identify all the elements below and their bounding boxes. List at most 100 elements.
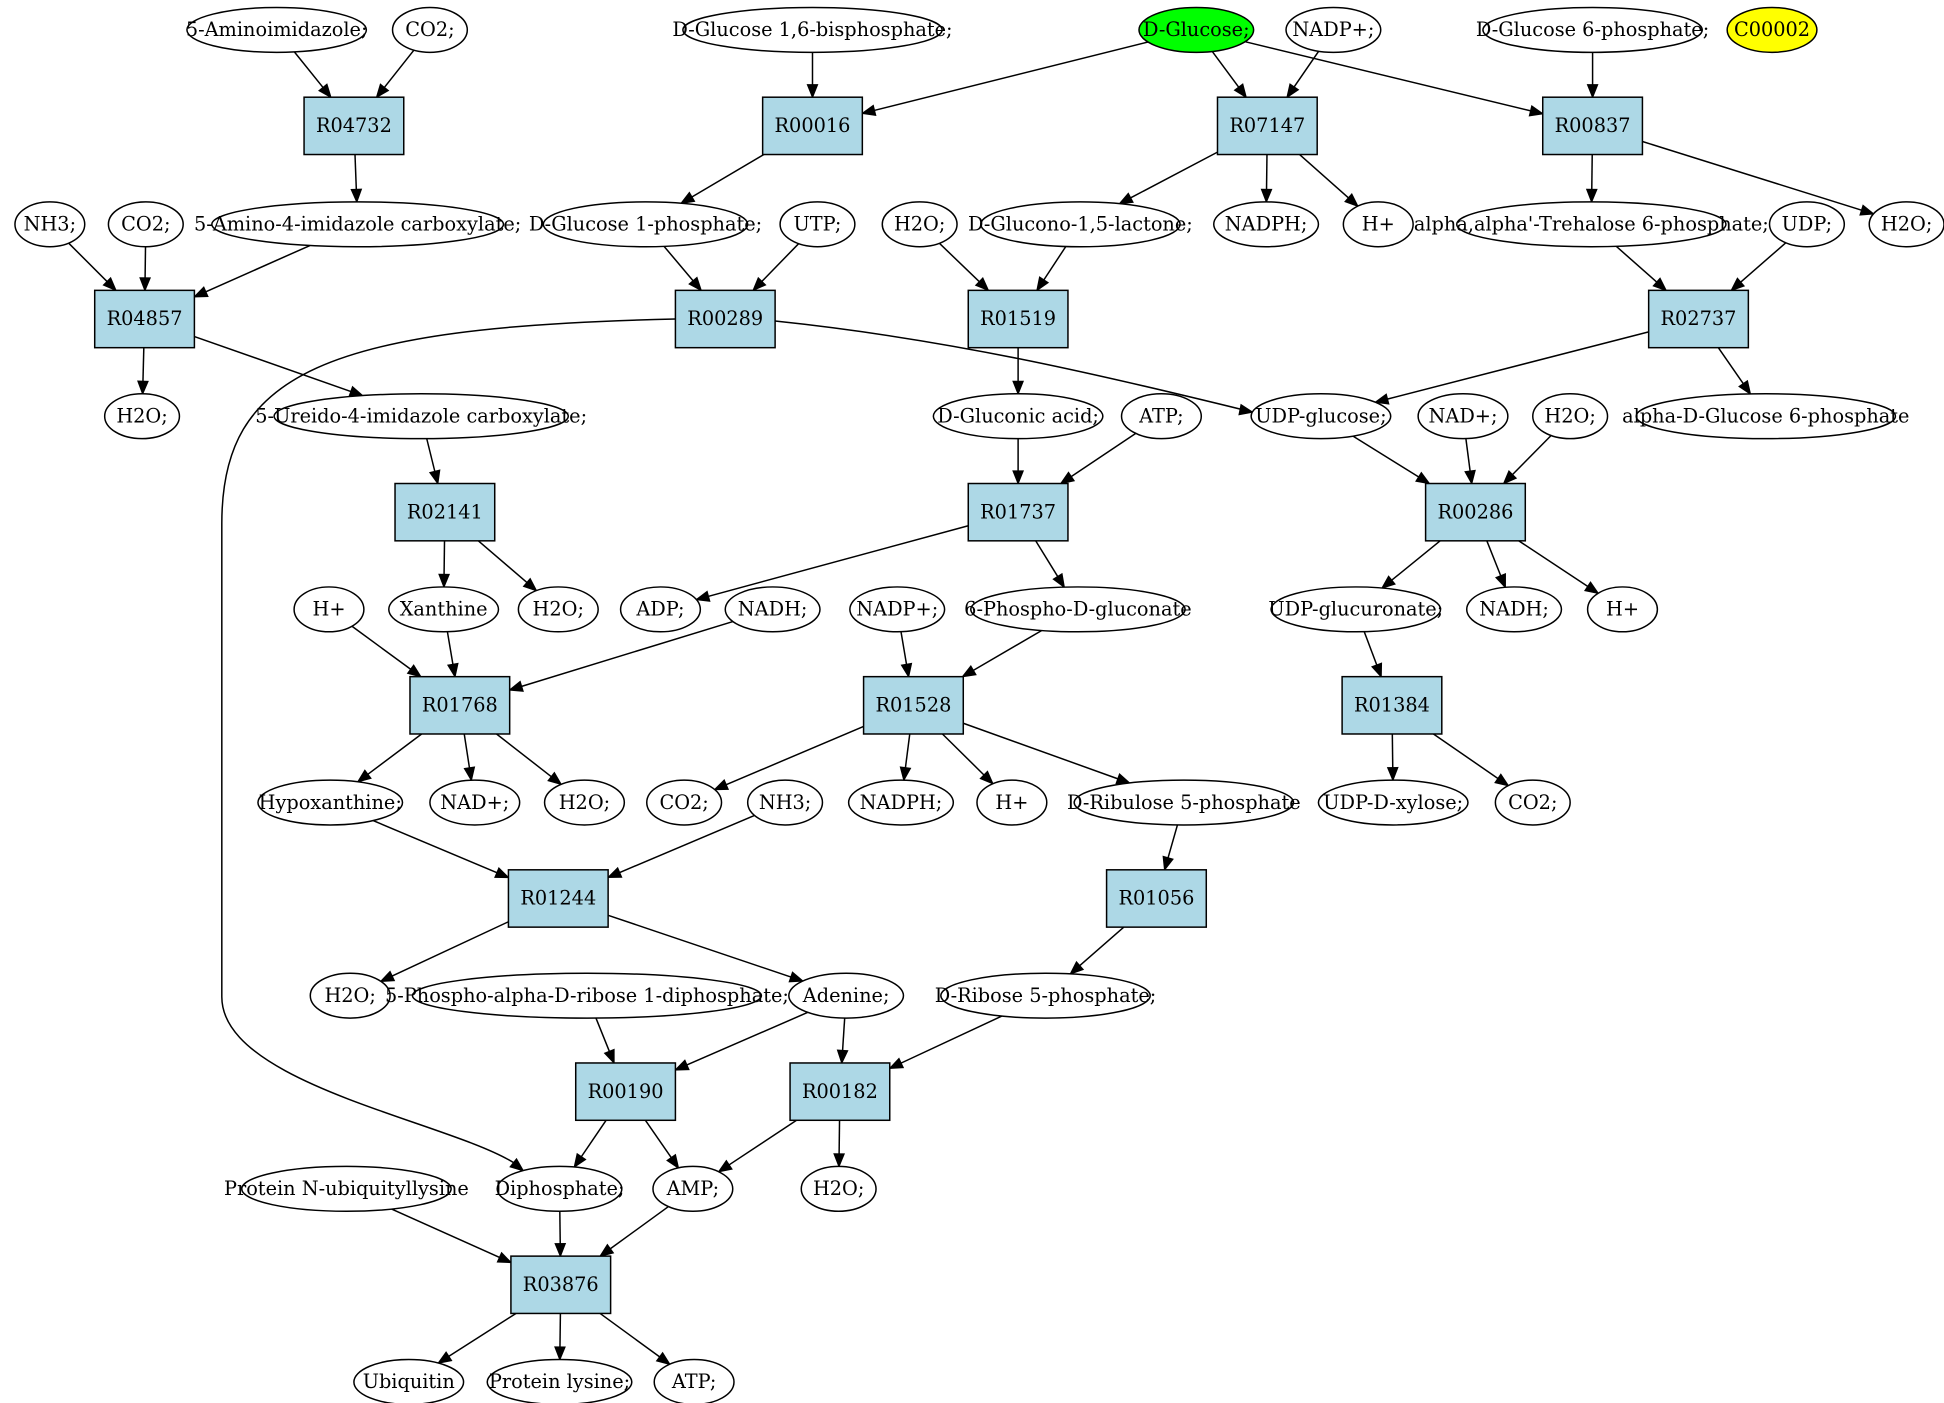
compound-node-nadph_b[interactable]: NADPH; bbox=[847, 779, 955, 826]
compound-node-nadpp_b[interactable]: NADP+; bbox=[849, 586, 946, 633]
compound-node-co2_b[interactable]: CO2; bbox=[107, 201, 184, 248]
compound-node-hplus_b[interactable]: H+ bbox=[293, 586, 365, 633]
compound-node-udpglucose[interactable]: UDP-glucose; bbox=[1250, 393, 1392, 440]
reaction-node-r00190[interactable]: R00190 bbox=[574, 1062, 677, 1122]
compound-node-nh3_b[interactable]: NH3; bbox=[746, 779, 824, 826]
compound-node-co2_c[interactable]: CO2; bbox=[646, 779, 723, 826]
reaction-node-r03876[interactable]: R03876 bbox=[510, 1255, 612, 1315]
compound-node-nadp_c[interactable]: NAD+; bbox=[429, 779, 521, 826]
edge-line bbox=[595, 1017, 611, 1053]
compound-node-h2o_h[interactable]: H2O; bbox=[800, 1165, 877, 1213]
compound-node-ureido[interactable]: 5-Ureido-4-imidazole carboxylate; bbox=[255, 393, 587, 440]
compound-node-hplus_c[interactable]: H+ bbox=[1586, 586, 1659, 633]
compound-node-h2o_c[interactable]: H2O; bbox=[103, 393, 181, 440]
reaction-label: R00837 bbox=[1555, 114, 1631, 137]
compound-ellipse bbox=[746, 779, 824, 826]
compound-node-hplus_a[interactable]: H+ bbox=[1342, 201, 1414, 248]
compound-node-trehalose6p[interactable]: alpha,alpha'-Trehalose 6-phosphate; bbox=[1414, 201, 1769, 248]
compound-node-g16bp[interactable]: D-Glucose 1,6-bisphosphate; bbox=[672, 6, 953, 54]
edge-protubq-to-r03876 bbox=[391, 1208, 513, 1264]
compound-node-atp_b[interactable]: ATP; bbox=[653, 1358, 735, 1403]
compound-node-aminoimidazole[interactable]: 5-Aminoimidazole; bbox=[186, 6, 368, 54]
edge-line bbox=[618, 814, 755, 874]
compound-node-nh3_a[interactable]: NH3; bbox=[14, 201, 86, 248]
compound-node-nadph_a[interactable]: NADPH; bbox=[1213, 201, 1320, 248]
compound-label: 5-Phospho-alpha-D-ribose 1-diphosphate; bbox=[385, 984, 789, 1007]
reaction-node-r01056[interactable]: R01056 bbox=[1105, 869, 1208, 928]
reaction-node-r01737[interactable]: R01737 bbox=[967, 482, 1069, 542]
compound-label: Diphosphate; bbox=[495, 1177, 625, 1200]
compound-node-ubiquitin[interactable]: Ubiquitin bbox=[353, 1358, 465, 1403]
compound-node-adenine[interactable]: Adenine; bbox=[788, 972, 905, 1019]
compound-node-nadp_b[interactable]: NAD+; bbox=[1417, 393, 1509, 440]
compound-node-g6p[interactable]: D-Glucose 6-phosphate; bbox=[1476, 6, 1709, 54]
compound-node-atp_a[interactable]: ATP; bbox=[1120, 393, 1203, 440]
reaction-node-r04732[interactable]: R04732 bbox=[303, 96, 405, 156]
compound-node-hypoxanthine[interactable]: Hypoxanthine; bbox=[257, 779, 404, 826]
reaction-node-r01528[interactable]: R01528 bbox=[862, 675, 965, 735]
edge-line bbox=[899, 1015, 1003, 1065]
compound-node-h2o_g[interactable]: H2O; bbox=[309, 972, 391, 1019]
compound-node-udpglucuronate[interactable]: UDP-glucuronate; bbox=[1268, 586, 1443, 633]
compound-ellipse bbox=[293, 586, 365, 633]
compound-node-c00002[interactable]: C00002 bbox=[1726, 6, 1818, 54]
compound-node-h2o_a[interactable]: H2O; bbox=[881, 201, 958, 248]
reaction-node-r01519[interactable]: R01519 bbox=[967, 289, 1069, 349]
compound-node-nadh_b[interactable]: NADH; bbox=[1465, 586, 1563, 633]
reaction-node-r00289[interactable]: R00289 bbox=[674, 289, 776, 349]
reaction-node-r04857[interactable]: R04857 bbox=[93, 289, 196, 349]
compound-node-xanthine[interactable]: Xanthine bbox=[388, 586, 500, 633]
compound-node-prpp[interactable]: 5-Phospho-alpha-D-ribose 1-diphosphate; bbox=[385, 972, 789, 1019]
edge-line bbox=[1511, 434, 1552, 477]
reaction-node-r01384[interactable]: R01384 bbox=[1341, 675, 1443, 735]
compound-node-h2o_d[interactable]: H2O; bbox=[1532, 393, 1609, 440]
reaction-label: R01244 bbox=[520, 887, 596, 910]
compound-node-r5p[interactable]: D-Ribose 5-phosphate; bbox=[935, 972, 1157, 1019]
reaction-node-r01768[interactable]: R01768 bbox=[409, 675, 511, 735]
compound-node-utp[interactable]: UTP; bbox=[779, 201, 856, 248]
compound-node-co2_a[interactable]: CO2; bbox=[391, 6, 469, 54]
compound-node-h2o_b[interactable]: H2O; bbox=[1868, 201, 1944, 248]
edge-line bbox=[663, 245, 695, 283]
compound-node-ru5p[interactable]: D-Ribulose 5-phosphate bbox=[1067, 779, 1301, 826]
reaction-node-r00016[interactable]: R00016 bbox=[761, 96, 864, 156]
reaction-node-r07147[interactable]: R07147 bbox=[1216, 96, 1318, 156]
edge-r02737-to-adg6p bbox=[1717, 347, 1752, 396]
compound-node-udpxylose[interactable]: UDP-D-xylose; bbox=[1317, 779, 1469, 826]
compound-node-udp[interactable]: UDP; bbox=[1768, 201, 1846, 248]
compound-node-adg6p[interactable]: alpha-D-Glucose 6-phosphate bbox=[1622, 393, 1909, 440]
compound-node-h2o_f[interactable]: H2O; bbox=[543, 779, 626, 826]
arrowhead bbox=[694, 590, 711, 602]
edge-r01056-to-r5p bbox=[1069, 926, 1125, 975]
compound-node-gluconic[interactable]: D-Gluconic acid; bbox=[932, 393, 1104, 440]
arrowhead bbox=[899, 766, 912, 782]
compound-node-gluconolactone[interactable]: D-Glucono-1,5-lactone; bbox=[968, 201, 1193, 248]
compound-ellipse bbox=[429, 779, 521, 826]
compound-node-nadh_a[interactable]: NADH; bbox=[724, 586, 821, 633]
compound-ellipse bbox=[1456, 201, 1727, 248]
reaction-node-r02141[interactable]: R02141 bbox=[394, 482, 496, 542]
compound-node-diphosphate[interactable]: Diphosphate; bbox=[495, 1165, 625, 1213]
edge-r00286-to-nadh_b bbox=[1486, 540, 1506, 589]
compound-node-aic[interactable]: 5-Amino-4-imidazole carboxylate; bbox=[194, 201, 521, 248]
compound-node-hplus_d[interactable]: H+ bbox=[976, 779, 1048, 826]
compound-node-nadpp_a[interactable]: NADP+; bbox=[1285, 6, 1382, 54]
compound-ellipse bbox=[257, 779, 404, 826]
reaction-box bbox=[507, 869, 609, 928]
reaction-node-r01244[interactable]: R01244 bbox=[507, 869, 609, 928]
compound-node-protubq[interactable]: Protein N-ubiquityllysine bbox=[224, 1165, 469, 1213]
compound-node-protlys[interactable]: Protein lysine; bbox=[486, 1358, 633, 1403]
compound-node-amp[interactable]: AMP; bbox=[652, 1165, 734, 1213]
compound-node-dglucose[interactable]: D-Glucose; bbox=[1138, 6, 1255, 54]
reaction-node-r00286[interactable]: R00286 bbox=[1424, 482, 1527, 542]
compound-node-g1p[interactable]: D-Glucose 1-phosphate; bbox=[529, 201, 762, 248]
compound-node-co2_d[interactable]: CO2; bbox=[1494, 779, 1571, 826]
reaction-label: R00289 bbox=[687, 307, 763, 330]
compound-node-pgluconate[interactable]: 6-Phospho-D-gluconate bbox=[964, 586, 1192, 633]
compound-node-adp[interactable]: ADP; bbox=[619, 586, 702, 633]
reaction-node-r02737[interactable]: R02737 bbox=[1647, 289, 1750, 349]
edge-line bbox=[1390, 540, 1441, 582]
reaction-node-r00182[interactable]: R00182 bbox=[789, 1062, 891, 1122]
reaction-node-r00837[interactable]: R00837 bbox=[1541, 96, 1644, 156]
compound-node-h2o_e[interactable]: H2O; bbox=[517, 586, 599, 633]
